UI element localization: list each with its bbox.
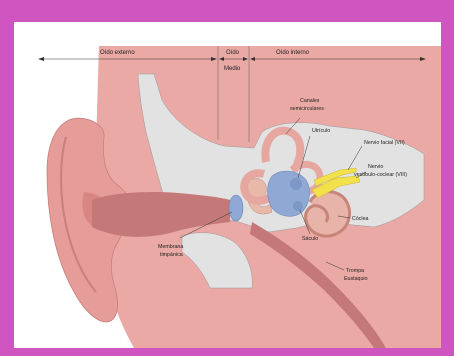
tympanic-membrane	[229, 195, 243, 221]
label-trompa-2: Eustaquio	[344, 276, 368, 282]
label-canales-2: semicirculares	[290, 106, 324, 112]
section-label-middle-bottom: Medio	[224, 66, 241, 72]
utricle	[290, 178, 302, 190]
label-membrana-2: timpánica	[160, 252, 183, 258]
label-saculo: Sáculo	[302, 236, 318, 242]
label-utriculo: Utrículo	[312, 128, 330, 134]
header-band	[14, 22, 441, 46]
saccule	[293, 201, 303, 211]
section-label-inner: Oído interno	[276, 50, 310, 56]
vestibule	[268, 171, 310, 216]
diagram-frame: Oído externo Oído Medio Oído interno Can…	[14, 22, 441, 348]
label-coclea: Cóclea	[352, 216, 369, 222]
section-label-middle-top: Oído	[226, 50, 240, 56]
label-membrana-1: Membrana	[158, 244, 183, 250]
label-nervio-vc-2: vestíbulo-coclear (VIII)	[354, 172, 407, 178]
ear-anatomy-diagram: Oído externo Oído Medio Oído interno Can…	[14, 22, 441, 348]
label-trompa-1: Trompa	[346, 268, 364, 274]
arrow-outer-left-head	[38, 57, 44, 61]
label-canales-1: Canales	[300, 98, 320, 104]
label-nervio-vc-1: Nervio	[368, 164, 383, 170]
label-nervio-facial: Nervio facial (VII)	[364, 140, 405, 146]
section-label-outer: Oído externo	[100, 50, 135, 56]
cochlea	[306, 192, 350, 236]
